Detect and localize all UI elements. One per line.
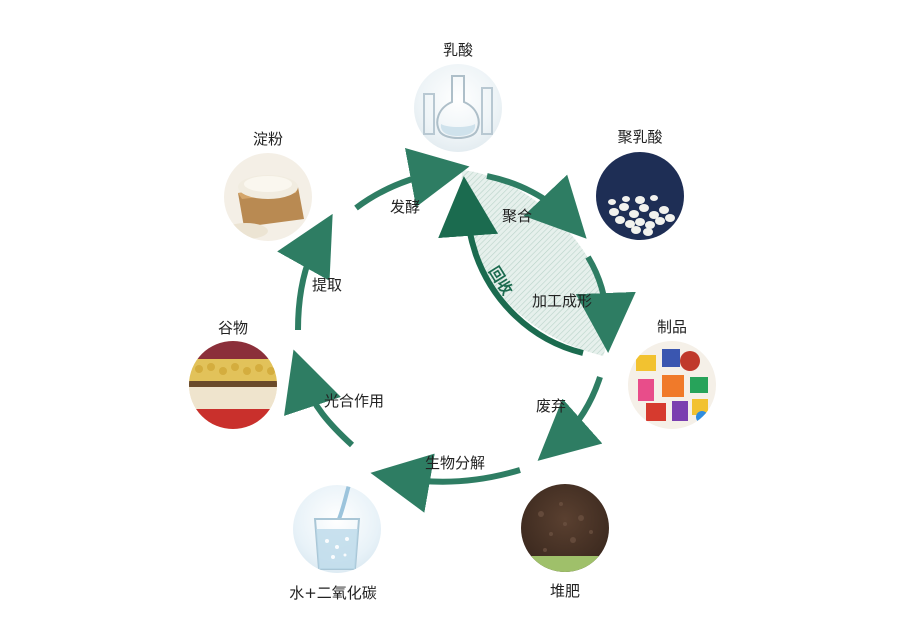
arrow-extract — [277, 213, 333, 331]
step-discard: 废弃 — [536, 397, 567, 415]
arrow-biodegrade — [370, 453, 521, 513]
step-biodegrade: 生物分解 — [425, 454, 486, 472]
step-ferment: 发酵 — [390, 198, 421, 216]
node-grain: 谷物 — [217, 319, 249, 337]
step-extract: 提取 — [312, 276, 343, 294]
arrow-ferment — [354, 148, 470, 211]
starch-image — [224, 153, 312, 241]
arrow-recycle — [438, 176, 584, 356]
node-lactic-acid: 乳酸 — [442, 41, 474, 59]
node-starch: 淀粉 — [252, 130, 284, 148]
recycle-leaf-area — [461, 170, 609, 356]
arrow-processing — [575, 255, 636, 353]
step-polymerize: 聚合 — [502, 207, 533, 225]
pla-image — [596, 152, 684, 240]
node-compost: 堆肥 — [549, 582, 581, 600]
water-co2-image — [293, 485, 381, 573]
grain-image — [189, 341, 277, 429]
compost-image — [521, 484, 609, 572]
step-photosynthesis: 光合作用 — [324, 392, 385, 410]
lactic-acid-image — [414, 64, 502, 152]
step-processing: 加工成形 — [532, 292, 593, 310]
products-image — [628, 341, 716, 429]
node-products: 制品 — [656, 318, 688, 336]
node-pla: 聚乳酸 — [617, 128, 663, 146]
arrow-photosynthesis — [284, 349, 355, 448]
node-water-co2: 水+二氧化碳 — [289, 584, 377, 602]
arrow-discard — [537, 376, 603, 461]
